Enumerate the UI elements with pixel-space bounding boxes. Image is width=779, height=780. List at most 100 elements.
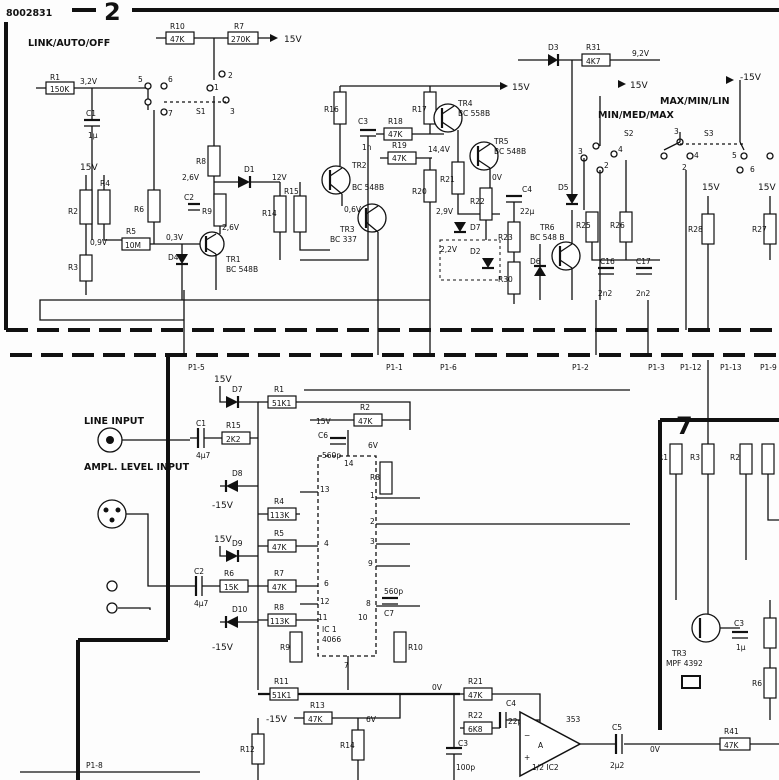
jfet-tr3-mpf4392: TR3 MPF 4392 (666, 613, 721, 668)
wire-d3-r31 (518, 59, 660, 194)
supply-15v-g: 15V (214, 375, 232, 385)
svg-text:47K: 47K (358, 417, 374, 426)
r5-47k: R5 47K (267, 529, 297, 553)
svg-text:270K: 270K (231, 35, 251, 44)
svg-text:R4: R4 (100, 179, 110, 188)
rp-r6-22k: R6 (752, 667, 777, 699)
wire-r10-r7 (156, 37, 276, 80)
diode-d6: D6 (530, 257, 546, 276)
svg-text:D3: D3 (548, 43, 559, 52)
arrow-neg15v-top (726, 76, 734, 84)
svg-text:47K: 47K (272, 543, 288, 552)
r26-390k: R26 (610, 211, 633, 243)
arrow-15v-d (618, 80, 626, 88)
supply-15v-b: 15V (284, 35, 302, 45)
r11-51k1: R11 51K1 (269, 677, 299, 701)
svg-text:IC 1: IC 1 (322, 625, 337, 634)
r7-47k: R7 47K (267, 569, 297, 593)
wire-inputs (118, 439, 190, 610)
svg-text:3: 3 (674, 127, 679, 136)
svg-text:R2: R2 (730, 453, 740, 462)
c1-4u7: C1 4µ7 (196, 419, 211, 460)
c2-4u7: C2 4µ7 (194, 567, 209, 608)
svg-text:R17: R17 (412, 105, 427, 114)
svg-text:C5: C5 (612, 723, 622, 732)
svg-text:R15: R15 (226, 421, 241, 430)
v-0-9: 0,9V (90, 238, 108, 247)
svg-text:TR1: TR1 (225, 255, 241, 264)
svg-text:C3: C3 (458, 739, 468, 748)
svg-text:11: 11 (318, 613, 328, 622)
svg-text:47K: 47K (170, 35, 186, 44)
svg-text:2: 2 (370, 517, 375, 526)
svg-text:560p: 560p (322, 451, 341, 460)
rp-c3-1u: C3 1µ (732, 619, 748, 652)
r6-15k: R6 15K (219, 569, 249, 593)
rp-r4-1m (761, 443, 775, 475)
svg-text:2: 2 (604, 161, 609, 170)
svg-text:47K: 47K (388, 130, 404, 139)
svg-text:R22: R22 (470, 197, 485, 206)
svg-text:R3: R3 (370, 473, 380, 482)
wire-r2-r4 (85, 175, 125, 295)
svg-text:D4: D4 (168, 253, 179, 262)
mode-switch-label: LINK/AUTO/OFF (28, 38, 110, 49)
svg-text:4: 4 (324, 539, 329, 548)
conn-p1-2: P1-2 (572, 363, 589, 372)
svg-text:R18: R18 (388, 117, 403, 126)
svg-text:14: 14 (344, 459, 354, 468)
svg-text:47K: 47K (392, 154, 408, 163)
conn-p1-13: P1-13 (720, 363, 742, 372)
svg-text:C16: C16 (600, 257, 615, 266)
wire-drops-b (595, 300, 649, 355)
svg-text:6: 6 (168, 75, 173, 84)
r7-270k: R7 270K (227, 22, 259, 45)
svg-text:R25: R25 (576, 221, 591, 230)
svg-text:47K: 47K (468, 691, 484, 700)
svg-text:A: A (538, 741, 544, 750)
svg-text:C6: C6 (318, 431, 328, 440)
wire-r12-r14 (257, 694, 401, 780)
svg-text:TR5: TR5 (493, 137, 509, 146)
svg-text:D7: D7 (232, 385, 243, 394)
svg-text:S1: S1 (196, 107, 206, 116)
svg-text:C7: C7 (384, 609, 394, 618)
svg-text:R19: R19 (392, 141, 407, 150)
svg-text:R11: R11 (274, 677, 289, 686)
conn-p1-6: P1-6 (440, 363, 457, 372)
svg-text:1: 1 (370, 491, 375, 500)
svg-text:113K: 113K (270, 511, 290, 520)
line-input-jack[interactable] (97, 427, 123, 453)
svg-text:13: 13 (320, 485, 330, 494)
svg-text:TR6: TR6 (539, 223, 555, 232)
conn-p1-5: P1-5 (188, 363, 205, 372)
svg-text:BC 548B: BC 548B (226, 265, 258, 274)
transistor-tr4: TR4 BC 558B (433, 99, 490, 133)
svg-text:3: 3 (230, 107, 235, 116)
r2-47k: R2 47K (353, 403, 383, 427)
svg-text:BC 558B: BC 558B (458, 109, 490, 118)
v-12: 12V (272, 173, 288, 182)
svg-text:1n: 1n (362, 143, 372, 152)
svg-text:R20: R20 (412, 187, 427, 196)
wire-rp-lower (720, 600, 771, 720)
r25-390k: R25 (576, 211, 599, 243)
r8-4k7: R8 (196, 145, 221, 177)
svg-text:6: 6 (750, 165, 755, 174)
wire-r20-r21 (429, 130, 500, 215)
arrow-15v-b (270, 34, 278, 42)
r14-47k: R14 (340, 729, 365, 761)
ampl-input-jack[interactable] (97, 499, 127, 529)
svg-text:1/2 IC2: 1/2 IC2 (532, 763, 559, 772)
svg-text:R14: R14 (262, 209, 277, 218)
svg-text:353: 353 (566, 715, 581, 724)
switch-s1: 5 6 7 2 1 3 S1 (138, 70, 235, 118)
v-7-5: 6V (366, 715, 377, 724)
led-d2: D2 (470, 247, 494, 270)
diode-d7-b: D7 (226, 385, 243, 408)
diode-d5: D5 (558, 183, 578, 206)
svg-text:10: 10 (358, 613, 368, 622)
sw3-ref: S3 (704, 129, 714, 138)
